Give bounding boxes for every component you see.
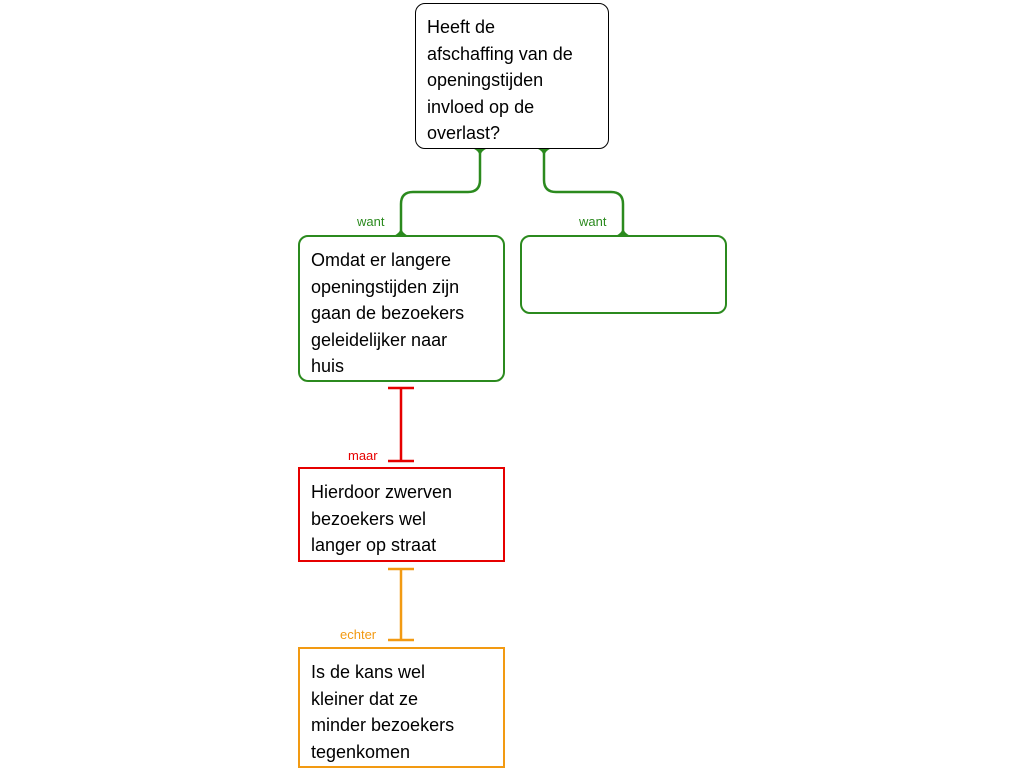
want-connector-right <box>542 148 625 236</box>
want-connector-right-anchor-top <box>536 148 552 158</box>
reason-node-1[interactable]: Omdat er langere openingstijden zijn gaa… <box>298 235 505 382</box>
objection-node[interactable]: Hierdoor zwerven bezoekers wel langer op… <box>298 467 505 562</box>
want-connector-left-anchor-bottom <box>393 226 409 236</box>
question-node[interactable]: Heeft de afschaffing van de openingstijd… <box>415 3 609 149</box>
want-connector-right-anchor-bottom <box>615 226 631 236</box>
want-connector-left-anchor-top <box>472 148 488 158</box>
maar-connector <box>388 386 414 463</box>
want-label-right: want <box>579 214 607 229</box>
rebuttal-node[interactable]: Is de kans wel kleiner dat ze minder bez… <box>298 647 505 768</box>
maar-label: maar <box>348 448 378 463</box>
echter-connector <box>388 567 414 642</box>
reason-node-2[interactable] <box>520 235 727 314</box>
echter-label: echter <box>340 627 377 642</box>
want-connector-left <box>399 148 482 236</box>
want-label-left: want <box>357 214 385 229</box>
